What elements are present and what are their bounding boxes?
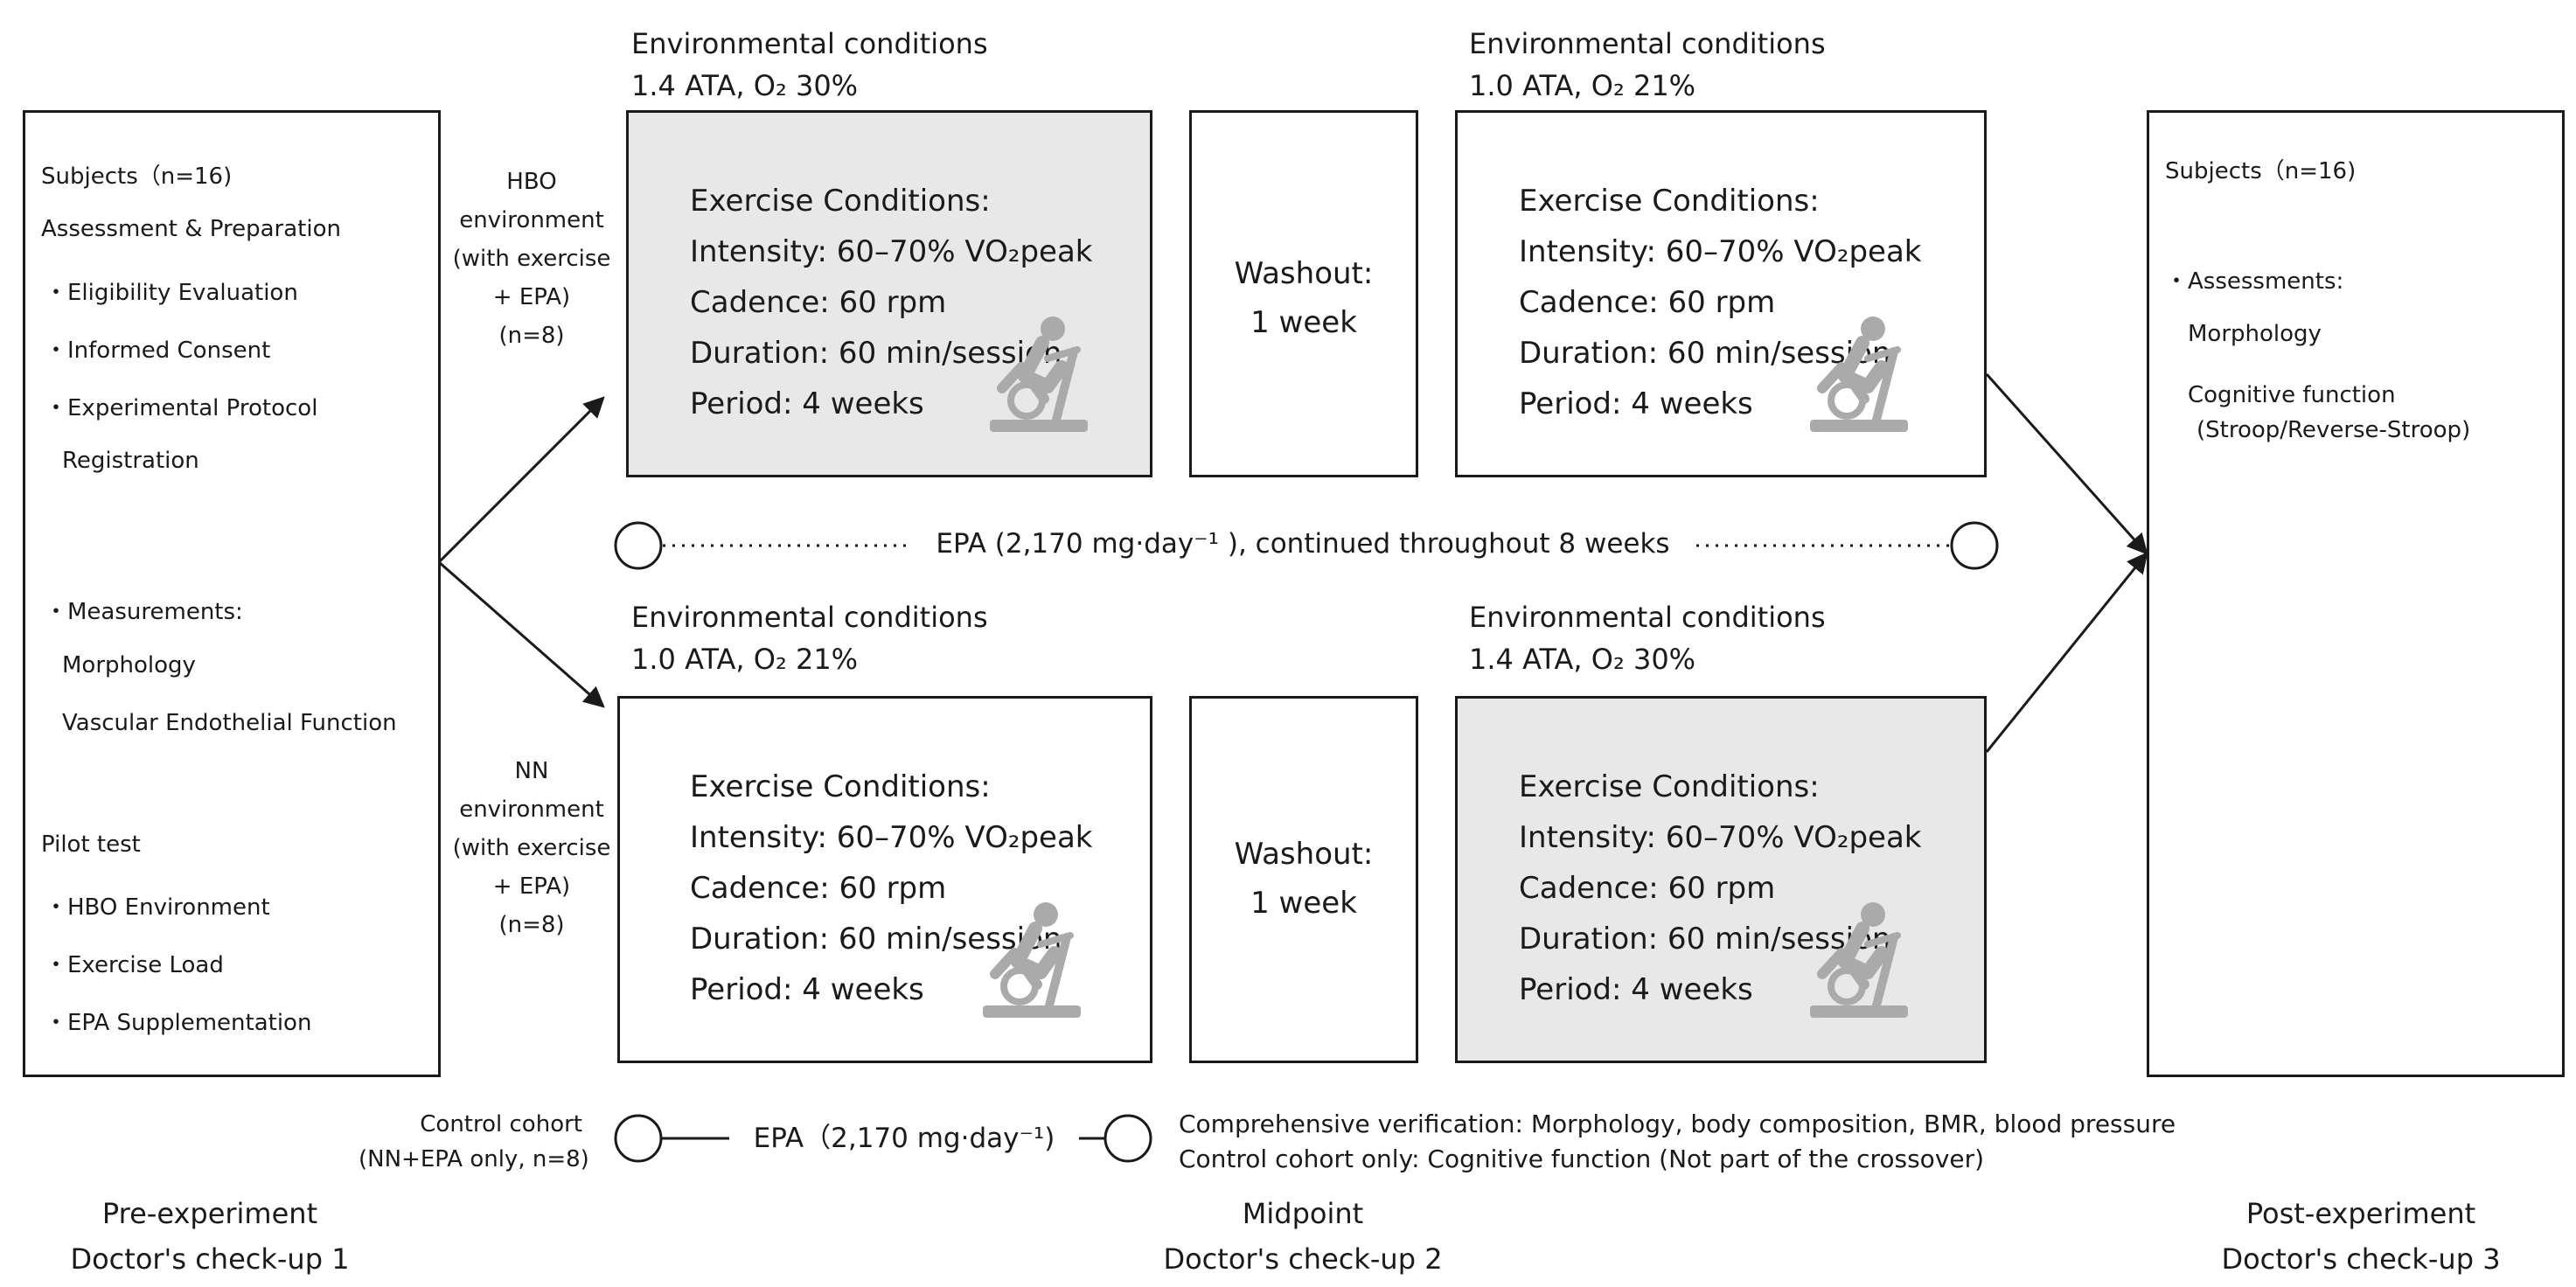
exercise-bike-icon xyxy=(1810,902,1908,1018)
assessments-heading: ・Assessments: xyxy=(2165,268,2344,295)
assessment-item: ・Experimental Protocol xyxy=(45,395,318,421)
exercise-box-nn-period1: Exercise Conditions: Intensity: 60–70% V… xyxy=(617,696,1152,1063)
exercise-bike-icon xyxy=(1810,317,1908,432)
env-bottom-left: Environmental conditions 1.0 ATA, O₂ 21% xyxy=(631,601,988,676)
epa-continuous-label: EPA (2,170 mg·day⁻¹ ), continued through… xyxy=(936,528,1670,560)
env-top-left: Environmental conditions 1.4 ATA, O₂ 30% xyxy=(631,27,988,102)
exercise-bike-icon xyxy=(990,317,1088,432)
checkup-post: Post-experiment Doctor's check-up 3 xyxy=(2221,1197,2501,1276)
arrow-top-to-post xyxy=(1985,373,2148,555)
left-subjects: Subjects（n=16) xyxy=(41,163,233,190)
env-top-right: Environmental conditions 1.0 ATA, O₂ 21% xyxy=(1469,27,1826,102)
control-end-circle xyxy=(1104,1114,1152,1163)
assessment-item: (Stroop/Reverse-Stroop) xyxy=(2197,417,2471,443)
assessment-item: Registration xyxy=(62,448,199,474)
env-bottom-right: Environmental conditions 1.4 ATA, O₂ 30% xyxy=(1469,601,1826,676)
pilot-heading: Pilot test xyxy=(41,831,141,858)
control-start-circle xyxy=(614,1114,663,1163)
washout-box-bottom: Washout: 1 week xyxy=(1189,696,1418,1063)
nn-group-label: NN environment (with exercise + EPA) (n=… xyxy=(452,758,611,938)
pilot-item: ・Exercise Load xyxy=(45,952,224,978)
verification-text: Comprehensive verification: Morphology, … xyxy=(1179,1110,2176,1173)
measurement-item: Vascular Endothelial Function xyxy=(62,710,397,736)
measurements-heading: ・Measurements: xyxy=(45,599,243,625)
control-cohort-label: Control cohort (NN+EPA only, n=8) xyxy=(359,1111,589,1172)
arrow-bottom-to-post xyxy=(1985,552,2148,753)
arrow-to-nn xyxy=(438,560,605,708)
pre-assessment-panel: Subjects（n=16) Assessment & Preparation … xyxy=(23,110,441,1077)
assessment-item: Morphology xyxy=(2188,321,2322,347)
checkup-mid: Midpoint Doctor's check-up 2 xyxy=(1163,1197,1443,1276)
assessment-item: Cognitive function xyxy=(2188,382,2396,408)
assessment-heading: Assessment & Preparation xyxy=(41,216,341,242)
checkup-pre: Pre-experiment Doctor's check-up 1 xyxy=(70,1197,350,1276)
exercise-box-hbo-period1: Exercise Conditions: Intensity: 60–70% V… xyxy=(626,110,1152,477)
assessment-item: ・Informed Consent xyxy=(45,337,271,364)
hbo-group-label: HBO environment (with exercise + EPA) (n… xyxy=(452,169,611,349)
pilot-item: ・HBO Environment xyxy=(45,894,270,921)
epa-end-circle xyxy=(1950,521,1999,570)
exercise-box-nn-period2: Exercise Conditions: Intensity: 60–70% V… xyxy=(1455,696,1987,1063)
pilot-item: ・EPA Supplementation xyxy=(45,1010,312,1036)
assessment-item: ・Eligibility Evaluation xyxy=(45,280,298,306)
right-subjects: Subjects（n=16) xyxy=(2165,158,2357,184)
exercise-box-hbo-period2: Exercise Conditions: Intensity: 60–70% V… xyxy=(1455,110,1987,477)
epa-start-circle xyxy=(614,521,663,570)
post-assessment-panel: Subjects（n=16) ・Assessments: Morphology … xyxy=(2147,110,2565,1077)
washout-box-top: Washout: 1 week xyxy=(1189,110,1418,477)
measurement-item: Morphology xyxy=(62,652,196,678)
exercise-bike-icon xyxy=(983,902,1081,1018)
control-epa-label: EPA（2,170 mg·day⁻¹) xyxy=(753,1123,1055,1154)
arrow-to-hbo xyxy=(437,396,605,564)
